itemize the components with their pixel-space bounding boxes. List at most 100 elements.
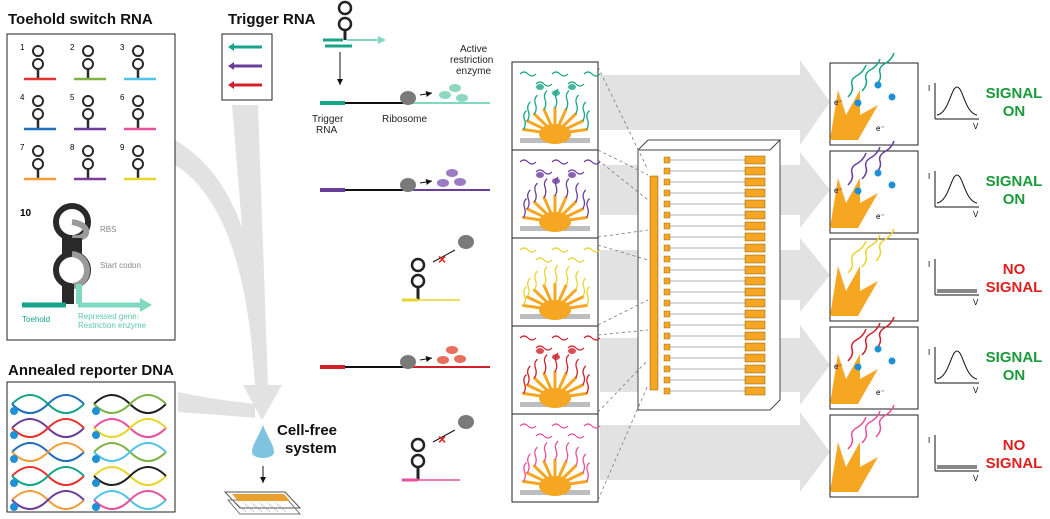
rbs-label: RBS: [100, 225, 116, 234]
axis-x-label: V: [973, 210, 979, 219]
cell-free-drop: [252, 425, 274, 483]
switch-number: 1: [20, 43, 25, 52]
trigger-rna-title: Trigger RNA: [228, 11, 316, 28]
toehold-switch-panel: [6, 33, 176, 341]
electrode-panel-1: [511, 61, 601, 151]
translation-mechanism-column: Trigger RNA Ribosome Active restriction …: [312, 0, 493, 482]
flow-arrow-trigger: [232, 105, 268, 385]
enzyme-label-1: Active: [460, 44, 488, 55]
signal-status-line2: SIGNAL: [986, 455, 1043, 472]
trigger-rna-1: [228, 43, 262, 51]
axis-y-label: I: [928, 172, 930, 181]
switch-number: 5: [70, 93, 75, 102]
mechanism-row-2: [320, 169, 490, 192]
electrode-panel-column: [511, 61, 601, 503]
reporter-dna-title: Annealed reporter DNA: [8, 362, 174, 379]
signal-status-line2: ON: [1003, 191, 1026, 208]
signal-readout-column: e⁻e⁻IVSIGNALONe⁻e⁻IVSIGNALONIVNOSIGNALe⁻…: [829, 52, 1043, 498]
axis-x-label: V: [973, 298, 979, 307]
block-mark-3: ×: [438, 251, 446, 267]
switch-number: 4: [20, 93, 25, 102]
toehold-switch-8: 8: [70, 143, 106, 181]
enzyme-label-3: enzyme: [456, 66, 491, 77]
toehold-switch-3: 3: [120, 43, 156, 81]
toehold-switch-5: 5: [70, 93, 106, 131]
ribosome-label: Ribosome: [382, 114, 427, 125]
reporter-helix: [10, 418, 85, 439]
iv-plot-4: IV: [928, 347, 979, 395]
toehold-switch-grid: 1 2 3 4 5 6 7 8 9: [20, 43, 156, 181]
reporter-helix: [92, 466, 167, 487]
electron-label: e⁻: [876, 212, 885, 221]
switch-detail-number: 10: [20, 208, 32, 219]
toehold-switch-2: 2: [70, 43, 106, 81]
toehold-switch-9: 9: [120, 143, 156, 181]
reporter-helix: [10, 442, 85, 463]
toehold-switch-title: Toehold switch RNA: [8, 11, 153, 28]
trigger-rna-3: [228, 81, 262, 89]
electrode-panel-3: [511, 237, 601, 327]
signal-status-line1: SIGNAL: [986, 85, 1043, 102]
enzyme-label-2: restriction: [450, 55, 493, 66]
toehold-switch-6: 6: [120, 93, 156, 131]
signal-status-line2: ON: [1003, 367, 1026, 384]
toehold-switch-1: 1: [20, 43, 56, 81]
switch-number: 2: [70, 43, 75, 52]
reporter-helix: [92, 394, 167, 415]
trigger-rna-label-2: RNA: [316, 125, 337, 136]
mechanism-row-1: Trigger RNA Ribosome Active restriction …: [312, 44, 493, 136]
signal-status-line1: SIGNAL: [986, 173, 1043, 190]
axis-y-label: I: [928, 348, 930, 357]
electron-label: e⁻: [876, 124, 885, 133]
block-mark-5: ×: [438, 431, 446, 447]
signal-status-line2: ON: [1003, 103, 1026, 120]
reporter-helix: [92, 442, 167, 463]
toehold-switch-detail: 10 RBS Start codon Toehold Repressed gen…: [20, 203, 152, 330]
reporter-dna-panel: [6, 381, 176, 513]
cellfree-title-line1: Cell-free: [277, 422, 337, 439]
iv-plot-3: IV: [928, 259, 979, 307]
switch-number: 7: [20, 143, 25, 152]
iv-plot-1: IV: [928, 83, 979, 131]
reporter-helix: [10, 466, 85, 487]
electrode-panel-5: [511, 413, 601, 503]
iv-plot-2: IV: [928, 171, 979, 219]
restriction-enzyme-label: Restriction enzyme: [78, 321, 147, 330]
electrode-chip: [223, 491, 302, 515]
chip-schematic: [597, 66, 781, 501]
trigger-binding-illustration: [323, 0, 386, 85]
repressed-gene-label: Repressed gene:: [78, 312, 139, 321]
switch-number: 8: [70, 143, 75, 152]
switch-number: 9: [120, 143, 125, 152]
start-codon-label: Start codon: [100, 261, 141, 270]
flow-arrow-reporter: [178, 392, 255, 418]
toehold-switch-4: 4: [20, 93, 56, 131]
electrode-panel-4: [511, 325, 601, 415]
mechanism-row-5-blocked: ×: [402, 415, 474, 482]
reporter-helix: [10, 394, 85, 415]
reporter-helix: [92, 490, 167, 511]
signal-status-line1: SIGNAL: [986, 349, 1043, 366]
electron-label: e⁻: [834, 98, 843, 107]
switch-number: 3: [120, 43, 125, 52]
reporter-helix: [92, 418, 167, 439]
signal-status-line2: SIGNAL: [986, 279, 1043, 296]
axis-y-label: I: [928, 436, 930, 445]
flow-arrow-row1: [600, 60, 830, 145]
electrode-panel-2: [511, 149, 601, 239]
mechanism-row-4: [320, 346, 490, 369]
trigger-rna-list: [228, 43, 262, 89]
signal-status-line1: NO: [1003, 437, 1026, 454]
axis-x-label: V: [973, 122, 979, 131]
cellfree-title-line2: system: [285, 440, 337, 457]
electron-label: e⁻: [834, 362, 843, 371]
axis-y-label: I: [928, 260, 930, 269]
signal-status-line1: NO: [1003, 261, 1026, 278]
switch-number: 6: [120, 93, 125, 102]
